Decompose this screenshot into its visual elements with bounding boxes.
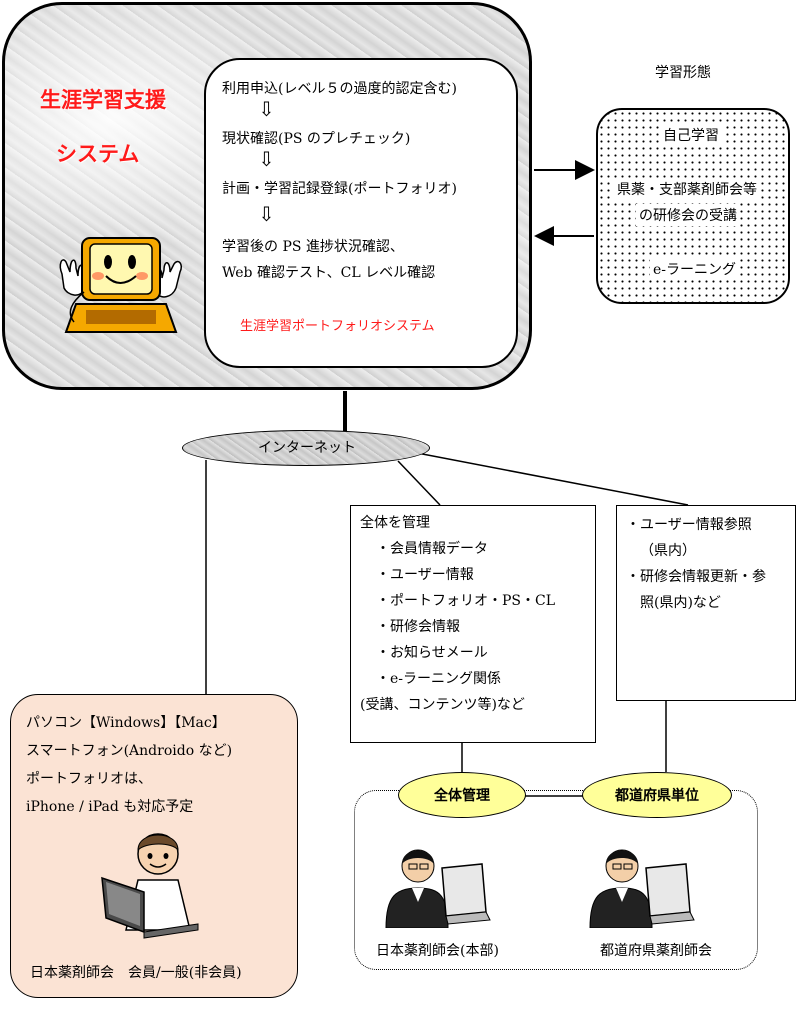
flow-step-apply: 利用申込(レベル５の過度的認定含む) — [222, 81, 457, 97]
study-forms-header: 学習形態 — [655, 65, 711, 81]
central-item: ・e-ラーニング関係 — [376, 671, 502, 687]
user-caption: 日本薬剤師会 会員/一般(非会員) — [30, 965, 242, 981]
pref-staff-computer-icon — [586, 836, 696, 928]
central-management-box — [350, 505, 596, 743]
pref-line3: ・研修会情報更新・参 — [626, 569, 766, 585]
user-line1: パソコン【Windows】【Mac】 — [26, 715, 226, 731]
internet-label: インターネット — [258, 440, 356, 456]
pref-admin-oval: 都道府県単位 — [582, 772, 732, 818]
hq-caption: 日本薬剤師会(本部) — [376, 943, 499, 959]
pref-line2: （県内） — [640, 543, 696, 559]
central-item: ・ユーザー情報 — [376, 567, 474, 583]
pref-line4: 照(県内)など — [640, 595, 721, 611]
internet-cloud — [182, 430, 430, 466]
central-admin-oval: 全体管理 — [398, 772, 526, 818]
user-line2: スマートフォン(Androido など) — [26, 743, 233, 759]
link-internet-pref — [411, 451, 689, 506]
system-title-line1: 生涯学習支援 — [40, 87, 166, 112]
pref-caption: 都道府県薬剤師会 — [600, 943, 712, 959]
system-title-line2: システム — [56, 141, 140, 166]
user-line3: ポートフォリオは、 — [26, 771, 152, 787]
portfolio-system-caption: 生涯学習ポートフォリオシステム — [240, 319, 435, 334]
down-arrow-icon: ⇩ — [258, 202, 275, 226]
hq-staff-computer-icon — [382, 836, 492, 928]
study-self: 自己学習 — [660, 124, 722, 146]
user-line4: iPhone / iPad も対応予定 — [26, 799, 194, 815]
link-internet-central — [397, 460, 441, 506]
flow-step-review-line2: Web 確認テスト、CL レベル確認 — [222, 265, 436, 281]
computer-mascot-icon — [56, 232, 186, 342]
study-training-line1: 県薬・支部薬剤師会等 — [614, 178, 760, 200]
down-arrow-icon: ⇩ — [258, 97, 275, 121]
central-title: 全体を管理 — [360, 515, 430, 531]
central-item: ・お知らせメール — [376, 645, 488, 661]
study-elearning: e-ラーニング — [650, 258, 740, 280]
pharmacist-laptop-icon — [98, 820, 208, 940]
central-item: ・ポートフォリオ・PS・CL — [376, 593, 556, 609]
flow-panel — [204, 58, 518, 368]
flow-step-review-line1: 学習後の PS 進捗状況確認、 — [222, 239, 404, 255]
flow-step-check: 現状確認(PS のプレチェック) — [222, 131, 411, 147]
central-item: ・会員情報データ — [376, 541, 488, 557]
admin-area — [354, 790, 758, 970]
central-item-tail: (受講、コンテンツ等)など — [360, 697, 525, 713]
pref-line1: ・ユーザー情報参照 — [626, 517, 752, 533]
down-arrow-icon: ⇩ — [258, 147, 275, 171]
flow-step-plan: 計画・学習記録登録(ポートフォリオ) — [222, 181, 457, 197]
central-item: ・研修会情報 — [376, 619, 460, 635]
prefecture-box — [616, 505, 796, 701]
study-training-line2: の研修会の受講 — [636, 204, 740, 226]
